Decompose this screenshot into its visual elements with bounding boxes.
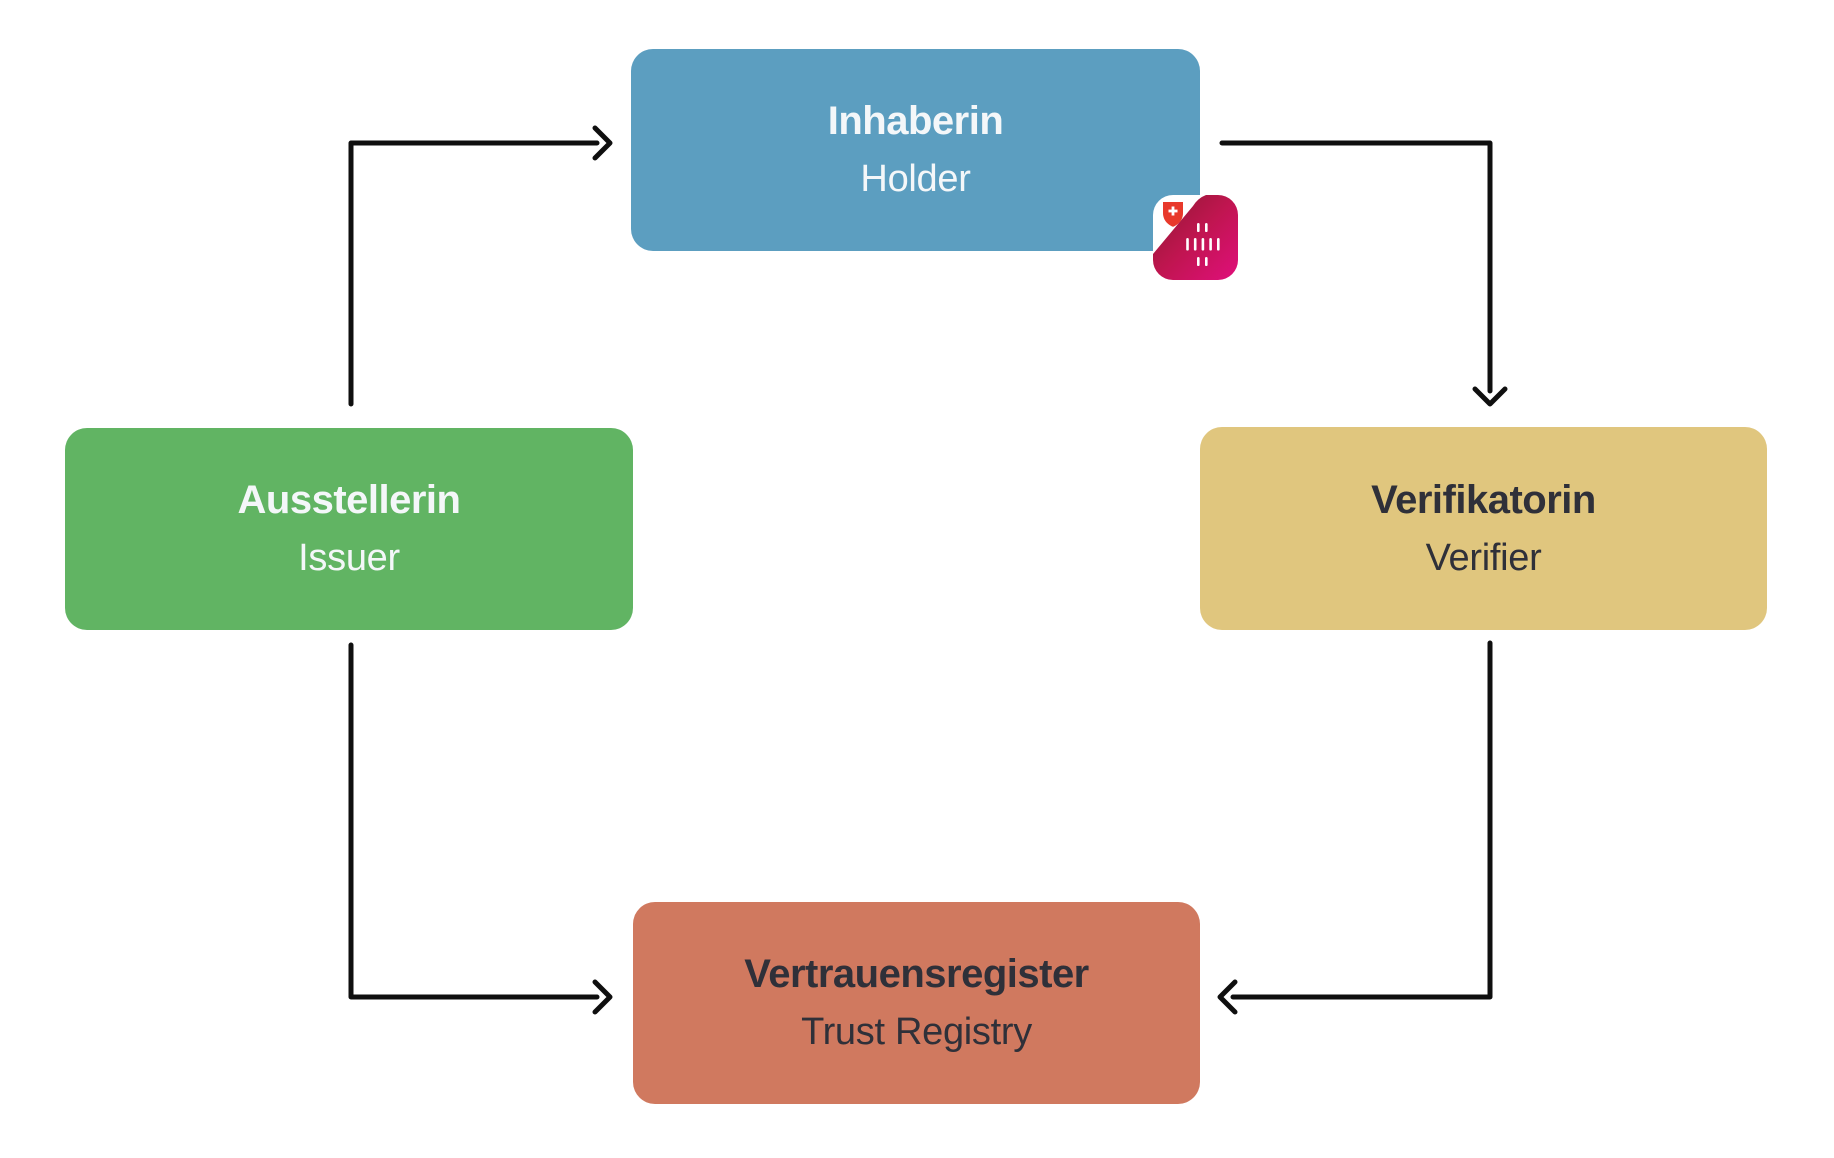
node-holder-title: Inhaberin	[827, 99, 1004, 144]
wallet-icon-gradient-shape	[1153, 195, 1238, 280]
swiss-cross-shield-icon	[1163, 202, 1183, 227]
dash-cross-pattern-icon	[1186, 223, 1220, 266]
node-trust-registry: Vertrauensregister Trust Registry	[633, 902, 1200, 1104]
node-issuer-subtitle: Issuer	[298, 537, 400, 580]
node-issuer: Ausstellerin Issuer	[65, 428, 633, 630]
node-issuer-title: Ausstellerin	[237, 478, 461, 523]
arrowhead-down-icon	[1472, 386, 1508, 407]
node-verifier: Verifikatorin Verifier	[1200, 427, 1767, 630]
arrowhead-left-icon	[1217, 979, 1238, 1015]
arrow-verifier-to-trust-registry	[1217, 640, 1493, 1015]
arrow-issuer-to-trust-registry	[348, 642, 613, 1015]
swiyu-wallet-app-icon	[1153, 195, 1238, 280]
arrowhead-right-icon	[592, 979, 613, 1015]
node-holder-subtitle: Holder	[860, 158, 971, 201]
node-trust-registry-subtitle: Trust Registry	[801, 1011, 1032, 1054]
arrow-issuer-to-holder	[348, 125, 613, 407]
node-holder: Inhaberin Holder	[631, 49, 1200, 251]
node-verifier-subtitle: Verifier	[1425, 536, 1542, 579]
node-trust-registry-title: Vertrauensregister	[744, 952, 1089, 997]
node-verifier-title: Verifikatorin	[1371, 477, 1596, 522]
arrowhead-right-icon	[592, 125, 613, 161]
arrow-holder-to-verifier	[1219, 140, 1508, 407]
